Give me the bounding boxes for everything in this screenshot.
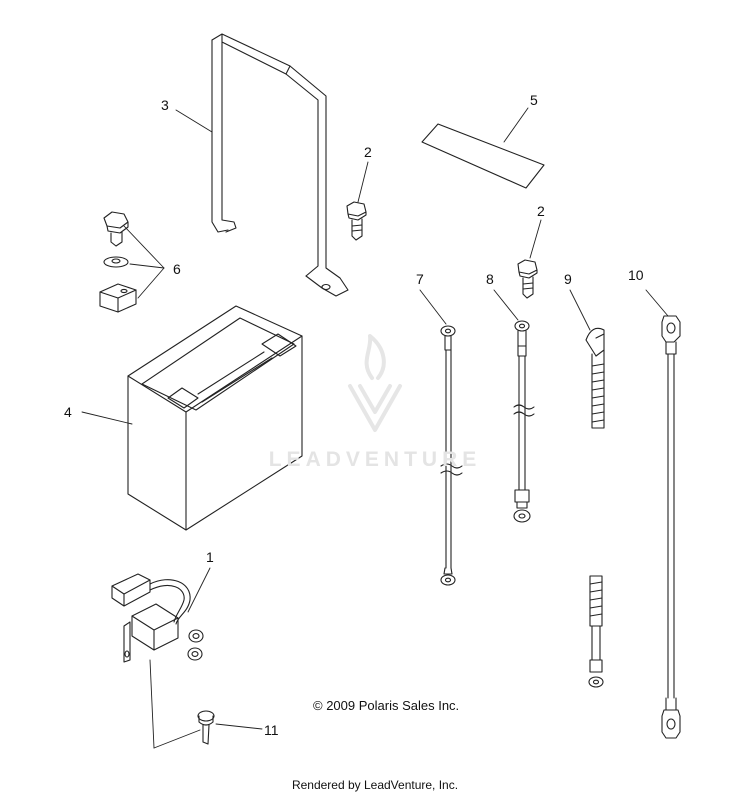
battery-strap-part: [211, 33, 349, 297]
callout-11: 11: [264, 722, 279, 738]
bolt-part-upper: [346, 201, 367, 241]
cable-part-9-lower: [588, 575, 604, 688]
callout-9: 9: [564, 271, 572, 287]
decal-part: [421, 123, 545, 189]
relay-part: [111, 573, 204, 663]
callout-6: 6: [173, 261, 181, 277]
callout-5: 5: [530, 92, 538, 108]
screw-part: [197, 710, 215, 745]
callout-10: 10: [628, 267, 644, 283]
bolt-part-lower: [517, 259, 538, 299]
callout-7: 7: [416, 271, 424, 287]
cable-part-8: [513, 320, 535, 523]
battery-part: [127, 305, 303, 531]
callout-4: 4: [64, 404, 72, 420]
callout-2b: 2: [537, 203, 545, 219]
callout-1: 1: [206, 549, 214, 565]
cable-part-10: [661, 315, 681, 739]
callout-3: 3: [161, 97, 169, 113]
watermark-logo-icon: [348, 334, 402, 432]
callout-2a: 2: [364, 144, 372, 160]
watermark-text: LEADVENTURE: [268, 448, 482, 471]
callout-8: 8: [486, 271, 494, 287]
footer-text: Rendered by LeadVenture, Inc.: [291, 778, 459, 792]
hardware-set-part: [99, 211, 137, 313]
copyright-text: © 2009 Polaris Sales Inc.: [313, 698, 460, 713]
cable-part-9-upper: [585, 327, 605, 429]
leader-lines: [81, 107, 669, 749]
cable-part-7: [440, 325, 463, 586]
